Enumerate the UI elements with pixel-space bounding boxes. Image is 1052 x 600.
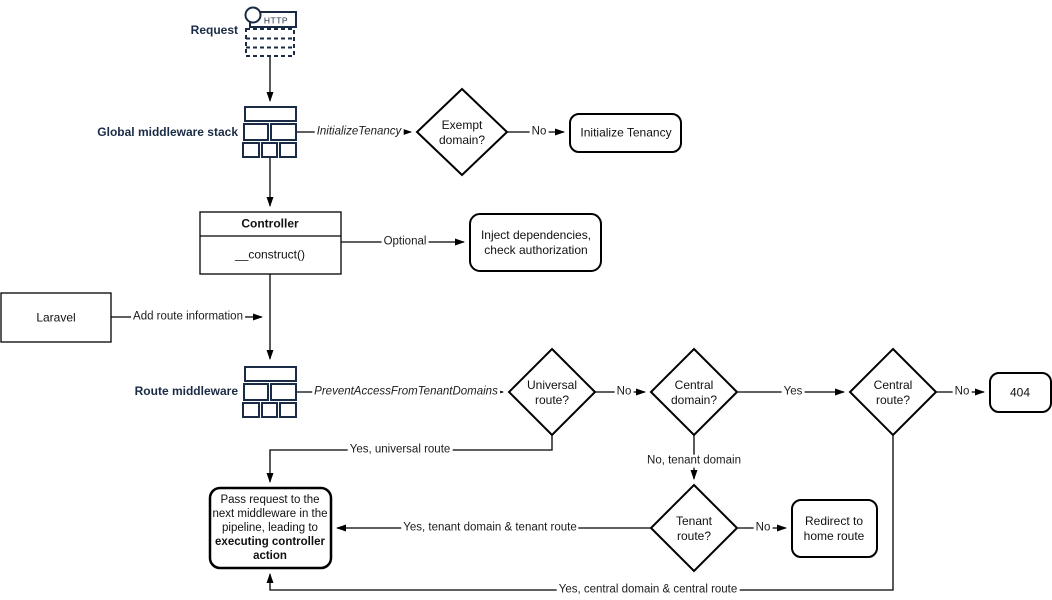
central-domain-diamond: [649, 347, 739, 437]
edge-label-no-central-route: No: [952, 385, 972, 399]
http-request-icon-circle: [244, 6, 262, 24]
http-request-icon-body: [245, 28, 295, 57]
universal-route-text: Universal route?: [526, 378, 577, 407]
http-icon-label: HTTP: [264, 16, 288, 26]
edge-label-no-universal: No: [614, 385, 634, 399]
request-label: Request: [190, 23, 238, 37]
edge-universal-to-pass: [266, 435, 553, 483]
edge-label-optional: Optional: [381, 235, 429, 249]
laravel-box: [0, 292, 112, 343]
edge-label-preventaccess: PreventAccessFromTenantDomains: [312, 385, 500, 399]
edge-label-yes-central-route: Yes, central domain & central route: [556, 583, 740, 597]
route-middleware-icon: [242, 366, 297, 418]
global-middleware-stack-label: Global middleware stack: [97, 125, 238, 139]
plain-boxes-group: [0, 211, 342, 343]
edge-label-yes-central-domain: Yes: [781, 385, 805, 399]
rounded-boxes-group: [208, 113, 1052, 570]
pass-request-text-bold: executing controller action: [215, 536, 325, 563]
edge-label-no-tenant-domain: No, tenant domain: [645, 454, 743, 468]
edge-label-initializetenancy: InitializeTenancy: [314, 125, 404, 139]
exempt-domain-diamond: [415, 87, 509, 177]
redirect-home-text: Redirect to home route: [803, 514, 865, 543]
edge-label-yes-universal-route: Yes, universal route: [347, 443, 453, 457]
initialize-tenancy-box: [569, 113, 682, 153]
tenant-route-diamond: [649, 483, 739, 573]
controller-construct: __construct(): [234, 247, 306, 262]
diamonds-group: [415, 87, 938, 573]
central-route-text: Central route?: [873, 378, 913, 407]
controller-box: [199, 211, 342, 275]
exempt-domain-text: Exempt domain?: [438, 118, 486, 147]
universal-route-diamond: [507, 347, 597, 437]
http-request-icon: [244, 6, 297, 57]
middleware-stack-icon: [242, 106, 297, 158]
inject-dependencies-text: Inject dependencies, check authorization: [480, 228, 592, 257]
initialize-tenancy-text: Initialize Tenancy: [580, 125, 672, 140]
404-box: [989, 372, 1052, 413]
controller-title: Controller: [241, 216, 299, 231]
laravel-text: Laravel: [36, 310, 76, 325]
pass-request-text-normal: Pass request to the next middleware in t…: [212, 493, 328, 534]
central-route-diamond: [848, 347, 938, 437]
edge-label-add-route-information: Add route information: [131, 310, 245, 324]
edge-label-no-exempt: No: [529, 125, 549, 139]
edge-label-yes-tenant-route: Yes, tenant domain & tenant route: [401, 521, 579, 535]
tenant-route-text: Tenant route?: [675, 514, 713, 543]
central-domain-text: Central domain?: [670, 378, 718, 407]
redirect-home-box: [791, 499, 878, 558]
inject-dependencies-box: [469, 213, 602, 272]
pass-request-box: [208, 486, 333, 570]
edge-label-no-tenant-route: No: [753, 521, 773, 535]
404-text: 404: [1009, 385, 1031, 400]
route-middleware-label: Route middleware: [134, 384, 238, 398]
pass-request-text: Pass request to the next middleware in t…: [212, 493, 328, 563]
